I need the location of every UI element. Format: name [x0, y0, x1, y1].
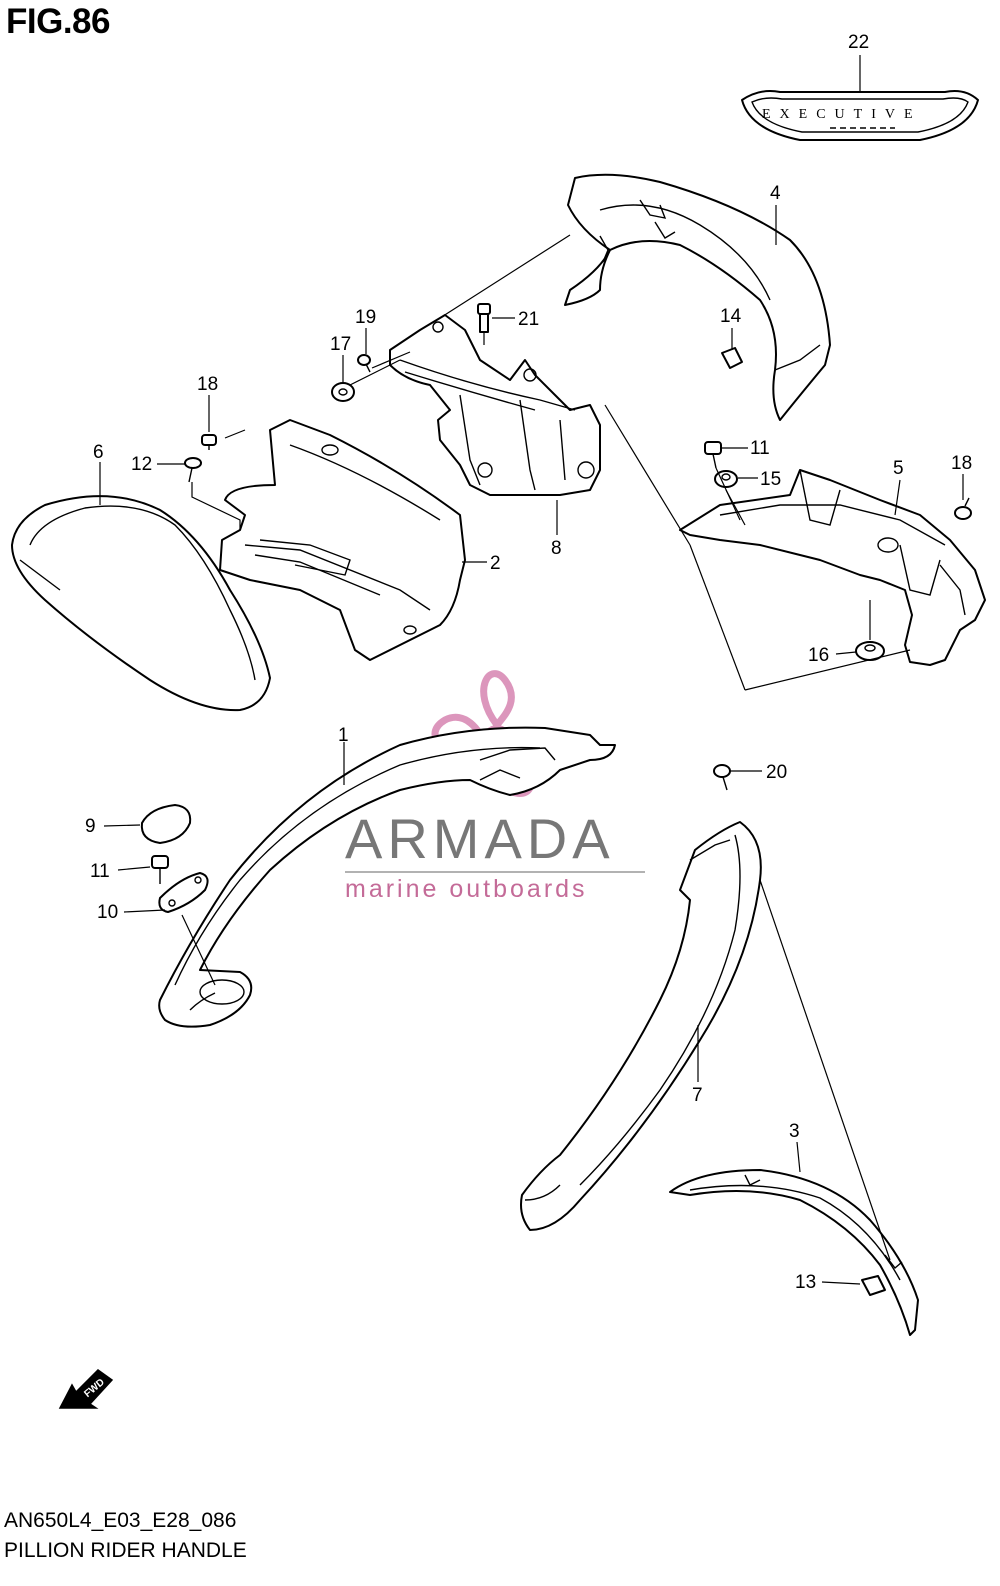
part-11-bolt-right [704, 441, 722, 469]
part-20-screw [713, 764, 731, 791]
callout-17: 17 [330, 334, 351, 355]
part-18-screw-right [954, 497, 972, 520]
callout-16: 16 [808, 645, 829, 666]
part-21-bolt [477, 303, 491, 333]
figure-name: PILLION RIDER HANDLE [4, 1539, 247, 1562]
callout-5: 5 [893, 458, 904, 479]
figure-title: FIG.86 [6, 2, 110, 41]
callout-7: 7 [692, 1085, 703, 1106]
watermark-tagline: marine outboards [345, 875, 588, 903]
callout-3: 3 [789, 1121, 800, 1142]
part-7-side-handle [520, 821, 762, 1231]
part-10-plate [158, 872, 209, 913]
part-5-inner-cover [679, 469, 986, 666]
part-2-handle-bracket [219, 419, 466, 661]
callout-8: 8 [551, 538, 562, 559]
badge-text: EXECUTIVE [762, 107, 922, 122]
part-12-screw [184, 457, 202, 483]
part-15-grommet [714, 470, 738, 488]
part-11-bolt [151, 855, 169, 884]
part-4-rear-cover [564, 173, 831, 421]
part-1-grab-rail [158, 726, 616, 1028]
callout-6: 6 [93, 442, 104, 463]
callout-21: 21 [518, 309, 539, 330]
callout-18-left: 18 [197, 374, 218, 395]
part-19-screw [357, 354, 371, 373]
part-3-trim-strip [669, 1169, 919, 1336]
watermark-brand: ARMADA [345, 807, 615, 870]
assembly-lines [99, 55, 964, 1285]
part-18-screw-left [201, 434, 217, 450]
callout-9: 9 [85, 816, 96, 837]
callout-11-left: 11 [90, 861, 110, 882]
callout-2: 2 [490, 553, 501, 574]
callout-4: 4 [770, 183, 781, 204]
part-13-clip-nut [861, 1275, 886, 1296]
callout-numbers: 22 4 14 19 21 17 18 6 12 11 18 5 15 2 8 … [85, 32, 972, 1293]
callout-1: 1 [338, 725, 349, 746]
arrow-left-down-icon [58, 1369, 114, 1409]
part-14-clip-nut [721, 347, 743, 369]
figure-code: AN650L4_E03_E28_086 [4, 1509, 237, 1532]
part-17-grommet [331, 382, 355, 402]
callout-10: 10 [97, 902, 118, 923]
callout-19: 19 [355, 307, 376, 328]
part-8-handle-frame [389, 314, 601, 496]
part-6-pillion-pad [11, 495, 271, 712]
fwd-direction-marker: FWD [58, 1369, 114, 1409]
part-9-cap [140, 804, 192, 844]
callout-22: 22 [848, 32, 869, 53]
callout-14: 14 [720, 306, 742, 327]
part-22-executive-emblem: EXECUTIVE [741, 90, 979, 141]
callout-15: 15 [760, 469, 781, 490]
callout-12: 12 [131, 454, 152, 475]
callout-11-right: 11 [750, 438, 770, 459]
callout-18-right: 18 [951, 453, 972, 474]
callout-13: 13 [795, 1272, 816, 1293]
callout-20: 20 [766, 762, 787, 783]
